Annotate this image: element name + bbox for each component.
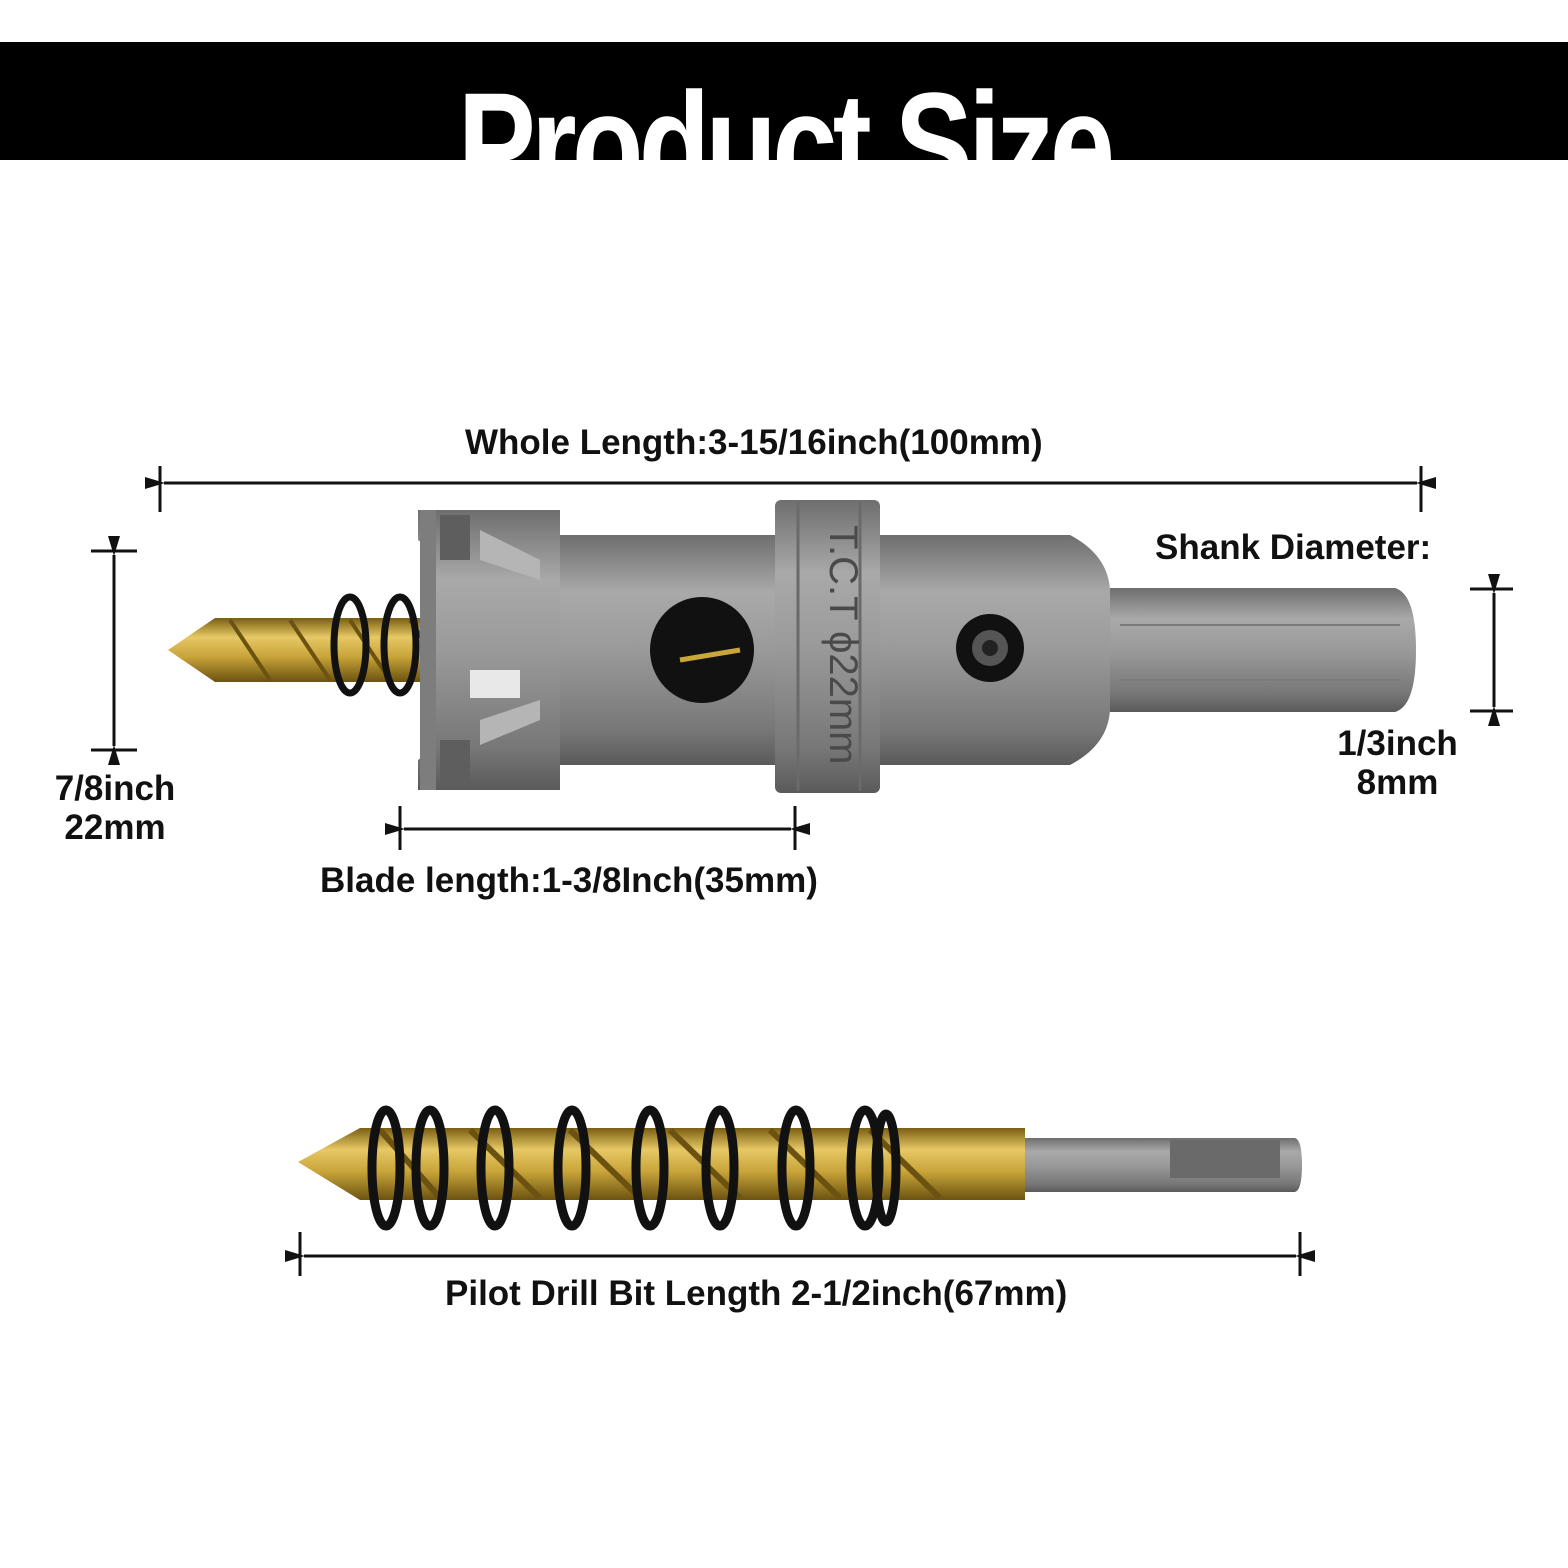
hole-saw-image: T.C.T ϕ22mm xyxy=(168,500,1416,793)
cutter-diameter-mm: 22mm xyxy=(64,808,166,847)
blade-length-dimension xyxy=(385,806,810,850)
pilot-drill-image xyxy=(298,1105,1302,1231)
shank-diameter-mm: 8mm xyxy=(1356,763,1439,802)
engraving-text: T.C.T ϕ22mm xyxy=(821,525,865,764)
cutter-diameter-inch: 7/8inch xyxy=(54,769,176,808)
shank-diameter-title: Shank Diameter: xyxy=(1155,528,1432,567)
pilot-length-dimension xyxy=(285,1232,1315,1276)
page-title: Product Size xyxy=(457,61,1115,229)
whole-length-dimension xyxy=(145,466,1436,512)
cutter-diameter-dimension xyxy=(91,536,137,765)
title-banner: Product Size xyxy=(0,42,1568,229)
shank-diameter-dimension xyxy=(1470,574,1513,726)
whole-length-label: Whole Length:3-15/16inch(100mm) xyxy=(465,423,1043,462)
shank-diameter-inch: 1/3inch xyxy=(1337,724,1458,763)
blade-length-label: Blade length:1-3/8Inch(35mm) xyxy=(320,861,818,900)
pilot-length-label: Pilot Drill Bit Length 2-1/2inch(67mm) xyxy=(445,1274,1068,1313)
drill-spring xyxy=(367,1105,901,1231)
